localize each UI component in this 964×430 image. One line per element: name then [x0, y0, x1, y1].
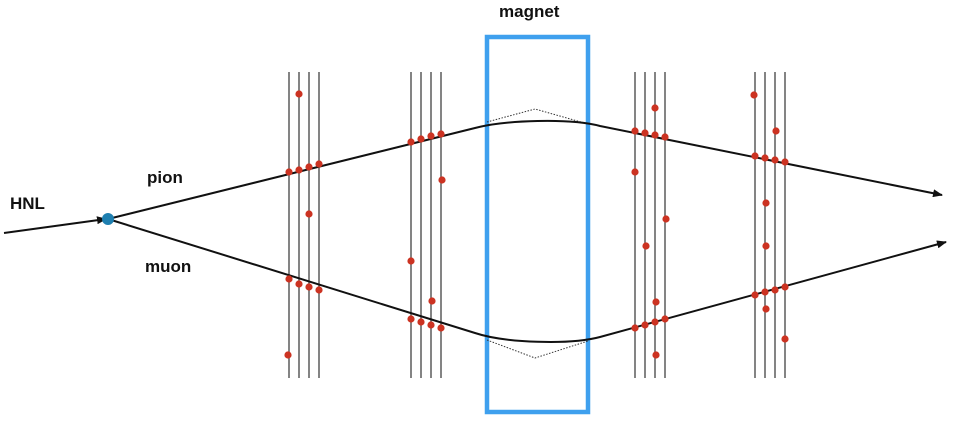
hit-49	[762, 305, 770, 313]
hit-34	[661, 315, 669, 323]
hit-2	[295, 166, 303, 174]
hit-4	[315, 160, 323, 168]
hit-24	[641, 129, 649, 137]
hit-36	[652, 298, 660, 306]
hnl-label: HNL	[10, 194, 45, 213]
hit-42	[772, 127, 780, 135]
hit-21	[407, 257, 415, 265]
hit-3	[305, 163, 313, 171]
detector-hits	[284, 90, 789, 359]
hit-44	[762, 242, 770, 250]
hit-20	[437, 324, 445, 332]
hit-16	[438, 176, 446, 184]
magnet-reference-line-bottom	[486, 339, 589, 359]
hit-48	[781, 283, 789, 291]
hit-50	[781, 335, 789, 343]
hit-30	[642, 242, 650, 250]
hit-25	[651, 131, 659, 139]
hnl-track	[3, 216, 107, 234]
tracking-stations	[288, 72, 786, 378]
hit-1	[285, 168, 293, 176]
hit-19	[427, 321, 435, 329]
hit-47	[771, 286, 779, 294]
hit-15	[437, 130, 445, 138]
hit-29	[662, 215, 670, 223]
hit-6	[305, 210, 313, 218]
pion-track	[107, 119, 943, 220]
hit-31	[631, 324, 639, 332]
hit-13	[417, 135, 425, 143]
hit-32	[641, 321, 649, 329]
hit-38	[761, 154, 769, 162]
pion-label: pion	[147, 168, 183, 187]
hit-14	[427, 132, 435, 140]
hit-45	[751, 291, 759, 299]
hit-26	[661, 133, 669, 141]
hit-18	[417, 318, 425, 326]
hit-39	[771, 156, 779, 164]
hit-11	[284, 351, 292, 359]
hit-10	[315, 286, 323, 294]
hit-28	[631, 168, 639, 176]
magnet-label: magnet	[499, 2, 560, 21]
hit-12	[407, 138, 415, 146]
magnet-box	[484, 34, 591, 415]
hit-5	[295, 90, 303, 98]
hit-7	[285, 275, 293, 283]
hit-9	[305, 283, 313, 291]
hit-17	[407, 315, 415, 323]
hit-40	[781, 158, 789, 166]
hit-27	[651, 104, 659, 112]
muon-track	[107, 218, 947, 343]
muon-label: muon	[145, 257, 192, 276]
hit-8	[295, 280, 303, 288]
hit-33	[651, 318, 659, 326]
decay-vertex	[102, 213, 114, 225]
hit-22	[428, 297, 436, 305]
hit-41	[750, 91, 758, 99]
hit-46	[761, 288, 769, 296]
hit-37	[751, 152, 759, 160]
hit-35	[652, 351, 660, 359]
hit-43	[762, 199, 770, 207]
hit-23	[631, 127, 639, 135]
